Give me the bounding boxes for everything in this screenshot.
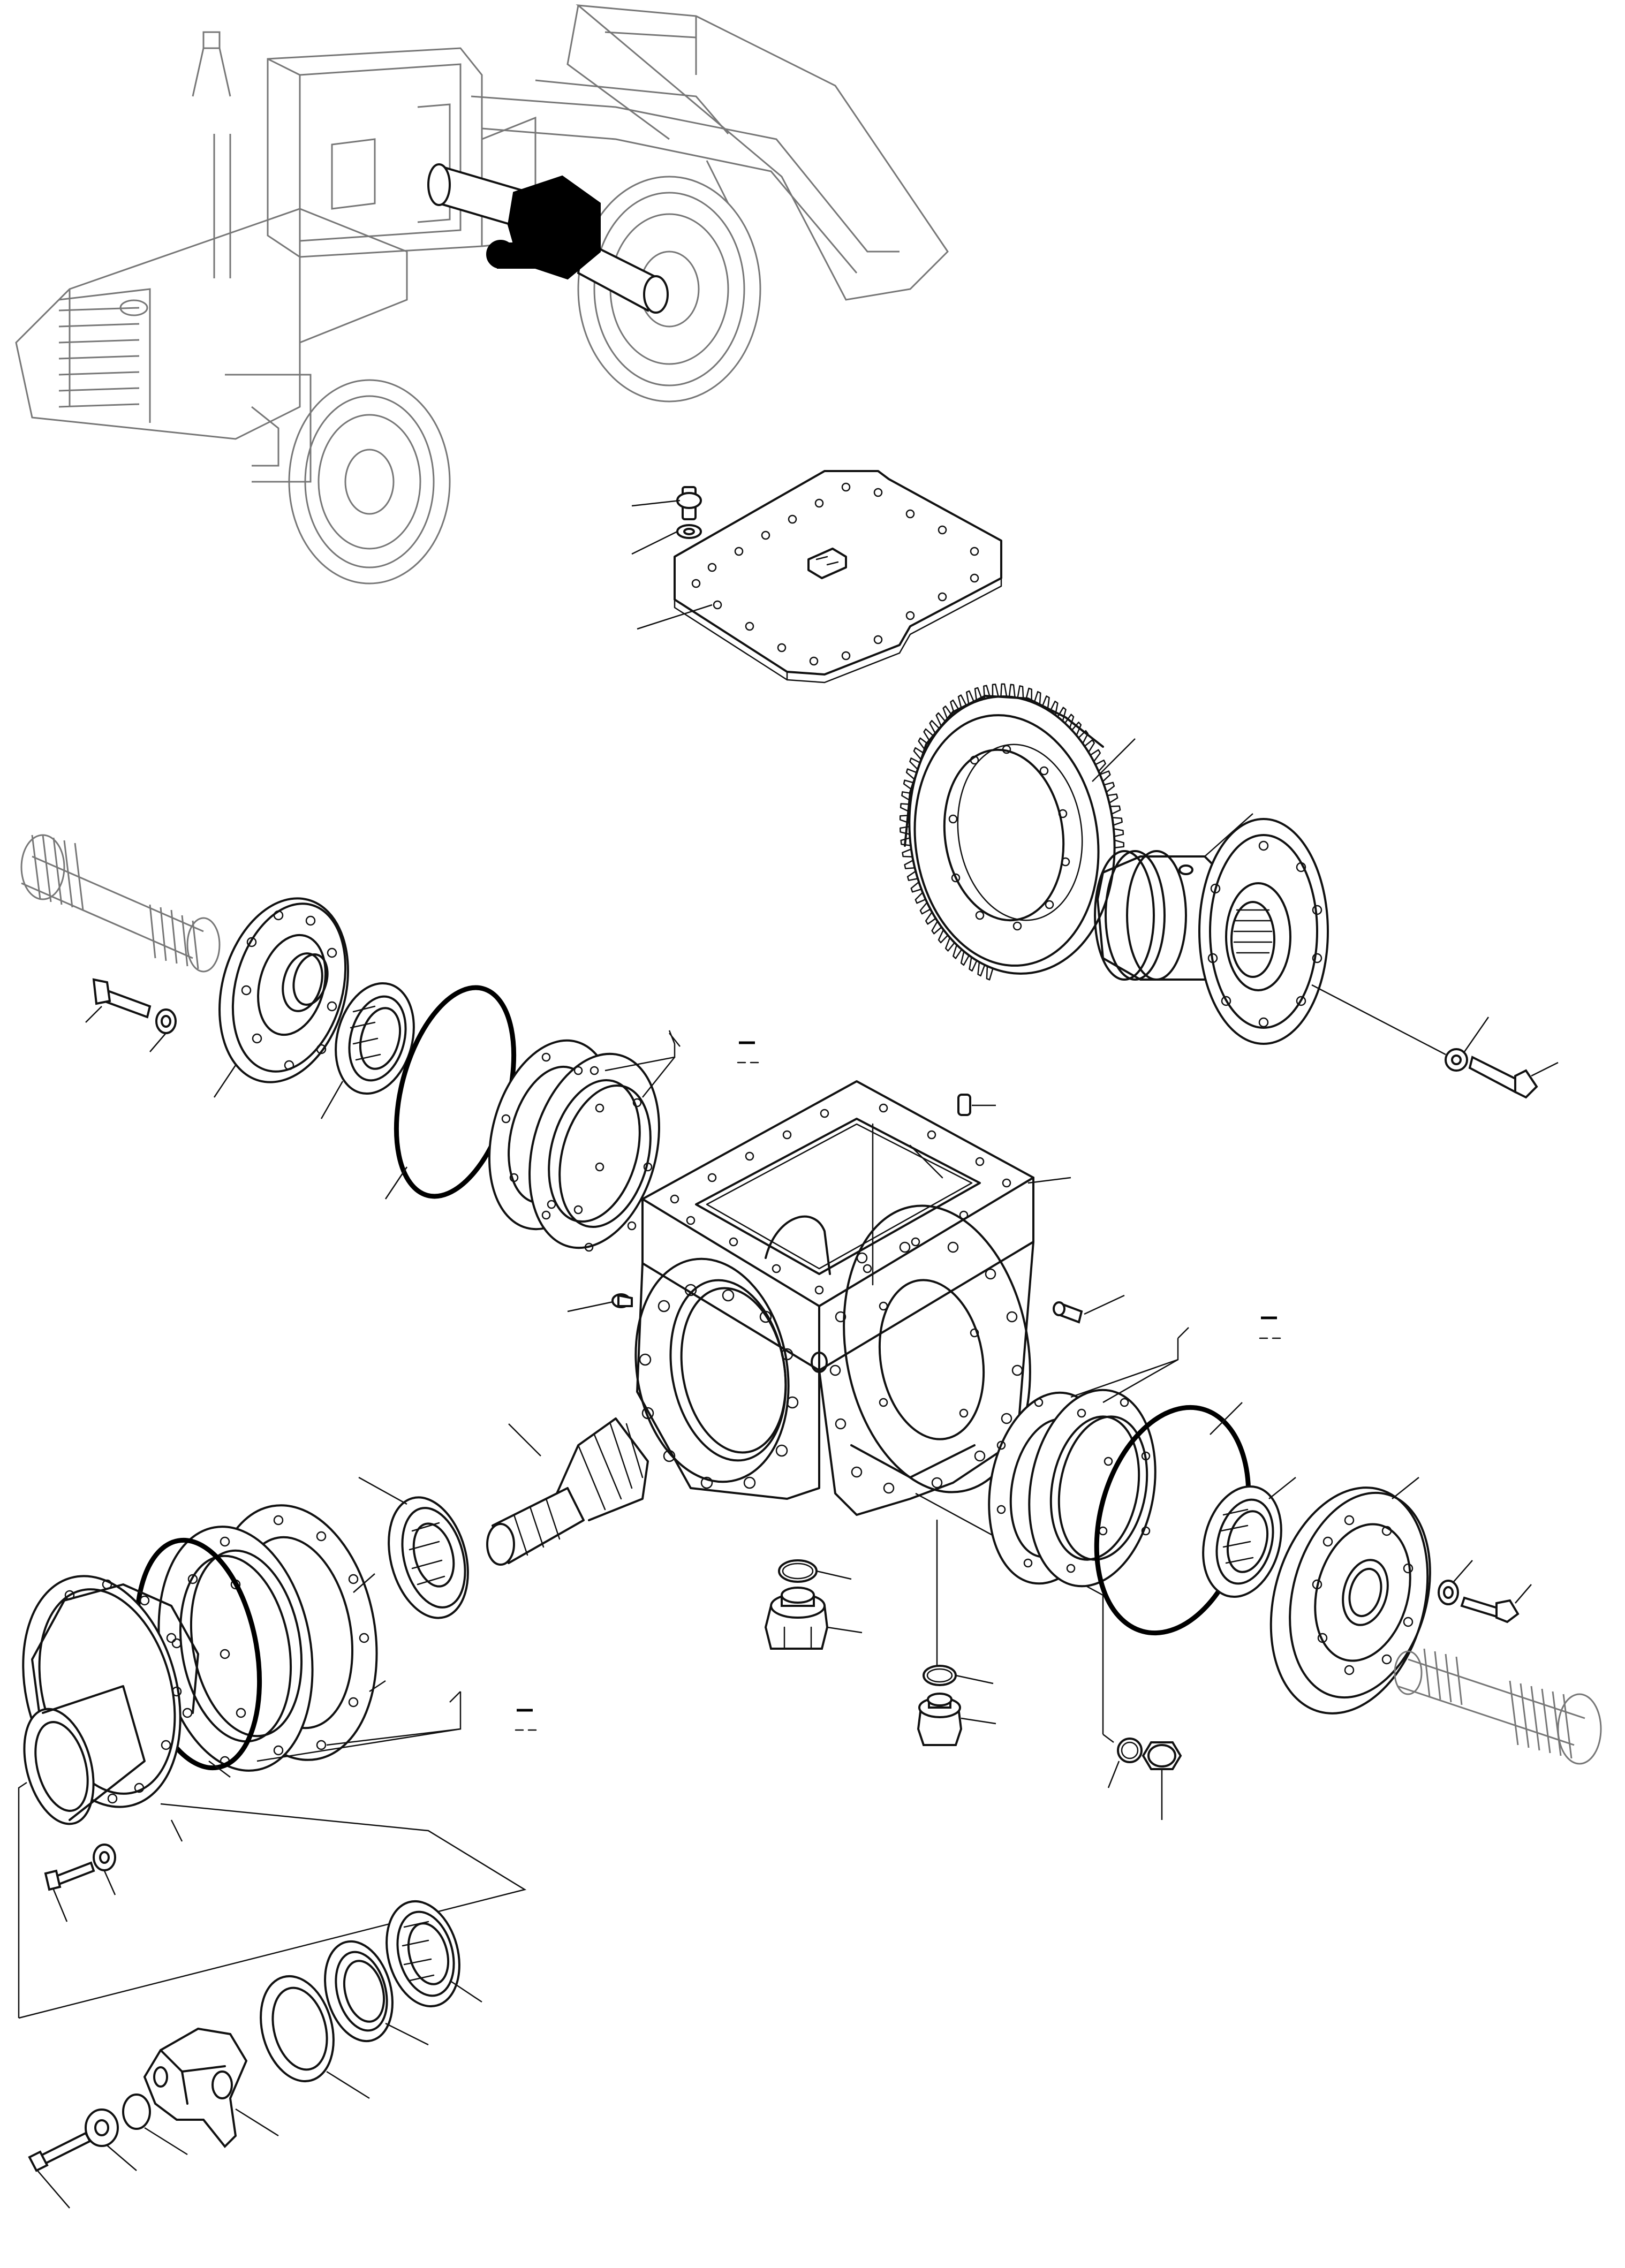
dowel-pin-right (1053, 1301, 1083, 1324)
case-washer (1445, 1048, 1468, 1072)
wheel-loader-locator (15, 4, 949, 585)
yoke-bolt (28, 2132, 92, 2172)
left-axle-shaft (20, 834, 221, 973)
carrier-bolt (44, 1861, 95, 1891)
plug-o-ring-2 (923, 1665, 957, 1686)
differential-case (1094, 818, 1329, 1045)
pinion-outer-bearing (386, 1900, 460, 2008)
dowel-pin-left (611, 1293, 633, 1308)
cover-bolt (676, 486, 702, 539)
pinion-seal (324, 1940, 394, 2043)
ring-gear-teeth (899, 683, 1125, 981)
left-bearing-cover (218, 897, 349, 1083)
pinion-shim-pack (157, 1504, 378, 1772)
dust-shield (260, 1975, 335, 2083)
ring-gear (899, 683, 1125, 981)
drive-yoke (143, 2027, 248, 2148)
case-bolt (1468, 1056, 1538, 1099)
yoke-o-ring (122, 2093, 151, 2130)
right-shim-pack (988, 1389, 1157, 1588)
plug-3 (1142, 1741, 1182, 1770)
plug-o-ring-3 (1117, 1738, 1143, 1763)
left-cover-bolt (92, 978, 152, 1019)
pinion-bearing (388, 1496, 469, 1619)
cover-plate (674, 470, 1002, 684)
right-axle-shaft (1394, 1648, 1602, 1765)
highlighted-component (486, 175, 601, 280)
plug-1 (764, 1587, 829, 1650)
yoke-washer (85, 2108, 119, 2147)
pinion-gear (486, 1417, 649, 1566)
pinion-carrier (22, 1575, 199, 1825)
right-bearing (1202, 1485, 1282, 1598)
dowel-pin-top (957, 1094, 971, 1116)
right-bearing-cover (1269, 1486, 1431, 1715)
right-cover-bolt (1460, 1596, 1520, 1624)
left-cover-washer (155, 1008, 177, 1034)
right-cover-washer (1438, 1580, 1459, 1605)
plug-o-ring-1 (778, 1559, 818, 1583)
axle-housing (634, 1080, 1034, 1516)
carrier-washer (93, 1844, 116, 1871)
left-shim-pack (488, 1039, 660, 1252)
left-bearing (335, 982, 415, 1095)
plug-2 (917, 1693, 963, 1746)
